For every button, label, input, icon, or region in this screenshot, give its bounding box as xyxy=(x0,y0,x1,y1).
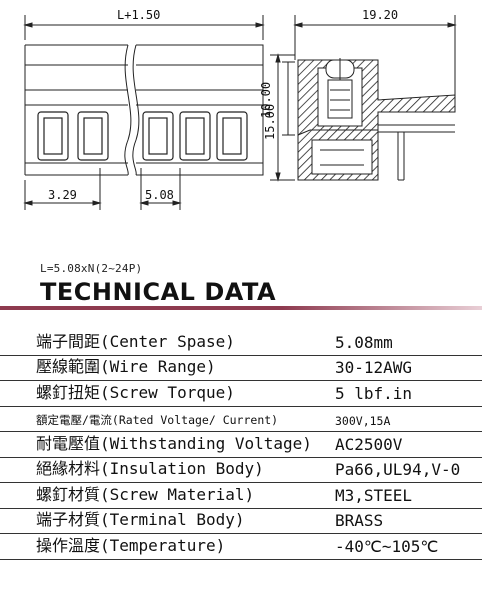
technical-drawing: L+1.50 3.29 5.08 xyxy=(23,8,457,210)
spec-row-temperature: 操作溫度(Temperature) -40℃~105℃ xyxy=(0,534,482,560)
dim-pitch-label: 5.08 xyxy=(145,188,174,202)
spec-row-screw-torque: 螺釘扭矩(Screw Torque) 5 lbf.in xyxy=(0,381,482,407)
spec-label: 螺釘扭矩(Screw Torque) xyxy=(36,382,235,402)
front-view xyxy=(23,15,265,210)
dim-length-label: L+1.50 xyxy=(117,8,160,22)
spec-row-screw-material: 螺釘材質(Screw Material) M3,STEEL xyxy=(0,483,482,509)
spec-label: 壓線範圍(Wire Range) xyxy=(36,357,216,376)
spec-label: 耐電壓值(Withstanding Voltage) xyxy=(36,433,312,453)
dim-width-label: 19.20 xyxy=(362,8,398,22)
dim-pin-offset-label: 3.29 xyxy=(48,188,77,202)
spec-value: Pa66,UL94,V-0 xyxy=(335,460,461,479)
spec-row-rated-voltage: 額定電壓/電流(Rated Voltage/ Current) 300V,15A xyxy=(0,407,482,432)
spec-label: 螺釘材質(Screw Material) xyxy=(36,484,255,504)
spec-value: 300V,15A xyxy=(335,414,391,428)
dim-height-outer-label: 15.00 xyxy=(263,104,277,140)
spec-label: 操作溫度(Temperature) xyxy=(36,535,226,555)
spec-label: 端子材質(Terminal Body) xyxy=(36,510,245,529)
dim-height-inner-label: 10.00 xyxy=(259,82,273,118)
section-title: TECHNICAL DATA xyxy=(40,278,277,306)
spec-value: 30-12AWG xyxy=(335,358,413,377)
spec-value: BRASS xyxy=(335,511,384,530)
spec-table: 端子間距(Center Spase) 5.08mm 壓線範圍(Wire Rang… xyxy=(0,330,482,560)
spec-label: 絕緣材料(Insulation Body) xyxy=(36,459,264,478)
spec-row-terminal-body: 端子材質(Terminal Body) BRASS xyxy=(0,509,482,534)
spec-label: 端子間距(Center Spase) xyxy=(36,331,235,351)
spec-value: AC2500V xyxy=(335,434,403,454)
side-view xyxy=(270,15,457,182)
spec-row-insulation: 絕緣材料(Insulation Body) Pa66,UL94,V-0 xyxy=(0,458,482,483)
spec-value: -40℃~105℃ xyxy=(335,536,439,556)
spec-row-center-spacing: 端子間距(Center Spase) 5.08mm xyxy=(0,330,482,356)
spec-value: 5 lbf.in xyxy=(335,383,413,403)
spec-row-wire-range: 壓線範圍(Wire Range) 30-12AWG xyxy=(0,356,482,381)
spec-value: 5.08mm xyxy=(335,332,393,352)
title-divider xyxy=(0,306,482,310)
spec-label: 額定電壓/電流(Rated Voltage/ Current) xyxy=(36,413,279,427)
spec-row-withstanding-voltage: 耐電壓值(Withstanding Voltage) AC2500V xyxy=(0,432,482,458)
spec-value: M3,STEEL xyxy=(335,485,413,505)
length-formula: L=5.08xN(2~24P) xyxy=(40,262,143,275)
